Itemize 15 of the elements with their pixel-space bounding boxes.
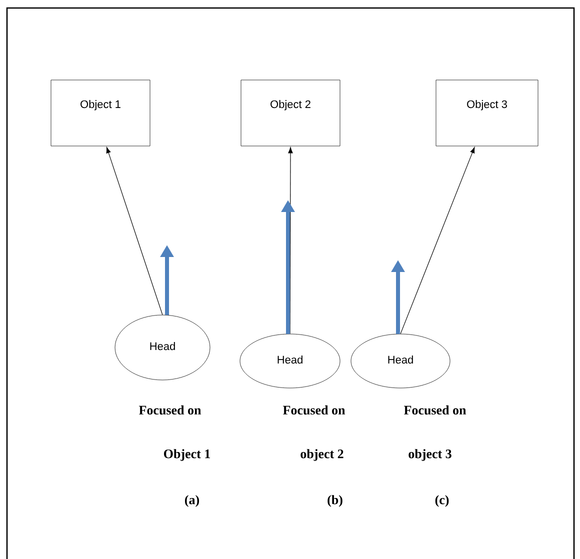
caption-label: Focused on (138, 405, 202, 415)
caption-label: (b) (328, 495, 342, 507)
caption-label: Object 1 (164, 449, 210, 461)
arrow (400, 147, 475, 334)
caption-label: (a) (185, 495, 200, 507)
caption-label: Focused on (404, 405, 466, 415)
caption-label: Focused on (282, 405, 346, 415)
object-box: Object 2 (240, 80, 340, 146)
caption-label: object 2 (300, 449, 344, 461)
caption-label: (c) (435, 495, 449, 507)
object-box: Object 1 (50, 80, 150, 146)
object-box: Object 3 (436, 80, 538, 146)
arrow (106, 147, 163, 316)
caption-label: object 3 (408, 449, 452, 461)
arrow (288, 147, 293, 334)
